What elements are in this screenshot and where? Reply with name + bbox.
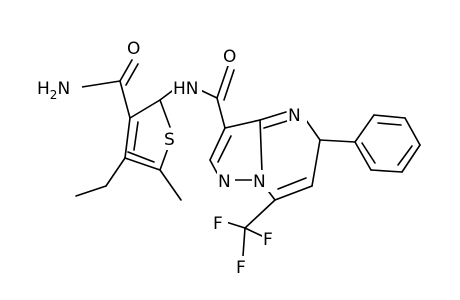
- bond-C4-C3-a: [124, 117, 131, 159]
- amine-label-hn: HN: [173, 79, 199, 99]
- atom-labels: O H2N HN O S N N N F F F: [36, 36, 307, 278]
- bond-C-C3: [119, 80, 131, 119]
- bond-Ph-inner-2: [397, 145, 413, 166]
- bond-C5-CH3: [159, 169, 182, 201]
- bond-C5-C4-b: [127, 151, 155, 163]
- bond-C3p-C3a: [224, 119, 261, 129]
- bond-C-NH2: [81, 80, 121, 88]
- oxygen-label-amide1: O: [127, 39, 140, 59]
- nitrogen-label-n2: N: [218, 172, 231, 192]
- bonds: [75, 59, 421, 257]
- bond-Camide-C3p: [216, 97, 226, 129]
- bond-C2p-N2: [209, 159, 218, 174]
- amine-label-h2n: H2N: [37, 79, 70, 102]
- bond-CF3-F1: [225, 221, 246, 229]
- bond-C5-C4-a: [124, 157, 161, 171]
- bond-Ph-2-3: [373, 114, 406, 119]
- bond-S-C5: [159, 147, 169, 171]
- bond-Ph-5-6: [370, 169, 403, 173]
- bond-N4-C5: [305, 119, 321, 141]
- nitrogen-label-n1: N: [253, 172, 266, 192]
- bond-C7-CF3: [244, 199, 276, 229]
- bond-C=O-amide2-b: [223, 69, 235, 101]
- sulfur-label: S: [164, 130, 175, 150]
- bond-C3p-C2p-a: [209, 127, 226, 161]
- bond-Ph-4-5: [401, 144, 421, 173]
- fluorine-label-1: F: [213, 214, 223, 234]
- bond-C=O-amide1-b: [125, 63, 139, 86]
- bond-Ph-6-1: [354, 141, 372, 171]
- bond-C5-C6: [311, 139, 321, 187]
- bond-CH2-CH3: [75, 185, 107, 197]
- fluorine-label-2: F: [263, 230, 273, 250]
- bond-Ph-3-4: [404, 117, 421, 146]
- bond-Ph-1-2: [354, 114, 375, 143]
- bond-CF3-F3: [242, 227, 246, 257]
- oxygen-label-amide2: O: [223, 47, 236, 67]
- nitrogen-label-n4: N: [288, 106, 301, 126]
- bond-C3a-N4-b: [263, 120, 288, 129]
- bond-Ph-inner-1: [377, 122, 402, 126]
- bond-C2-S: [159, 99, 171, 128]
- bond-CF3-F2: [244, 227, 263, 237]
- bond-C4-C3-b: [133, 121, 139, 151]
- bond-C5-Ph: [319, 139, 356, 143]
- bond-C6-C7-b: [277, 177, 307, 190]
- bond-N1-C3a: [259, 119, 263, 173]
- bond-Ph-inner-3: [361, 142, 376, 164]
- bond-C4-CH2: [105, 157, 126, 187]
- bond-C=O-amide2-a: [216, 65, 229, 99]
- fluorine-label-3: F: [236, 258, 246, 278]
- bond-C3a-N4-a: [259, 111, 287, 121]
- bond-C6-C7-a: [274, 185, 313, 201]
- bond-C3p-C2p-b: [217, 135, 232, 163]
- bond-C=O-amide1-a: [119, 59, 133, 82]
- bond-C3-C2: [129, 99, 161, 119]
